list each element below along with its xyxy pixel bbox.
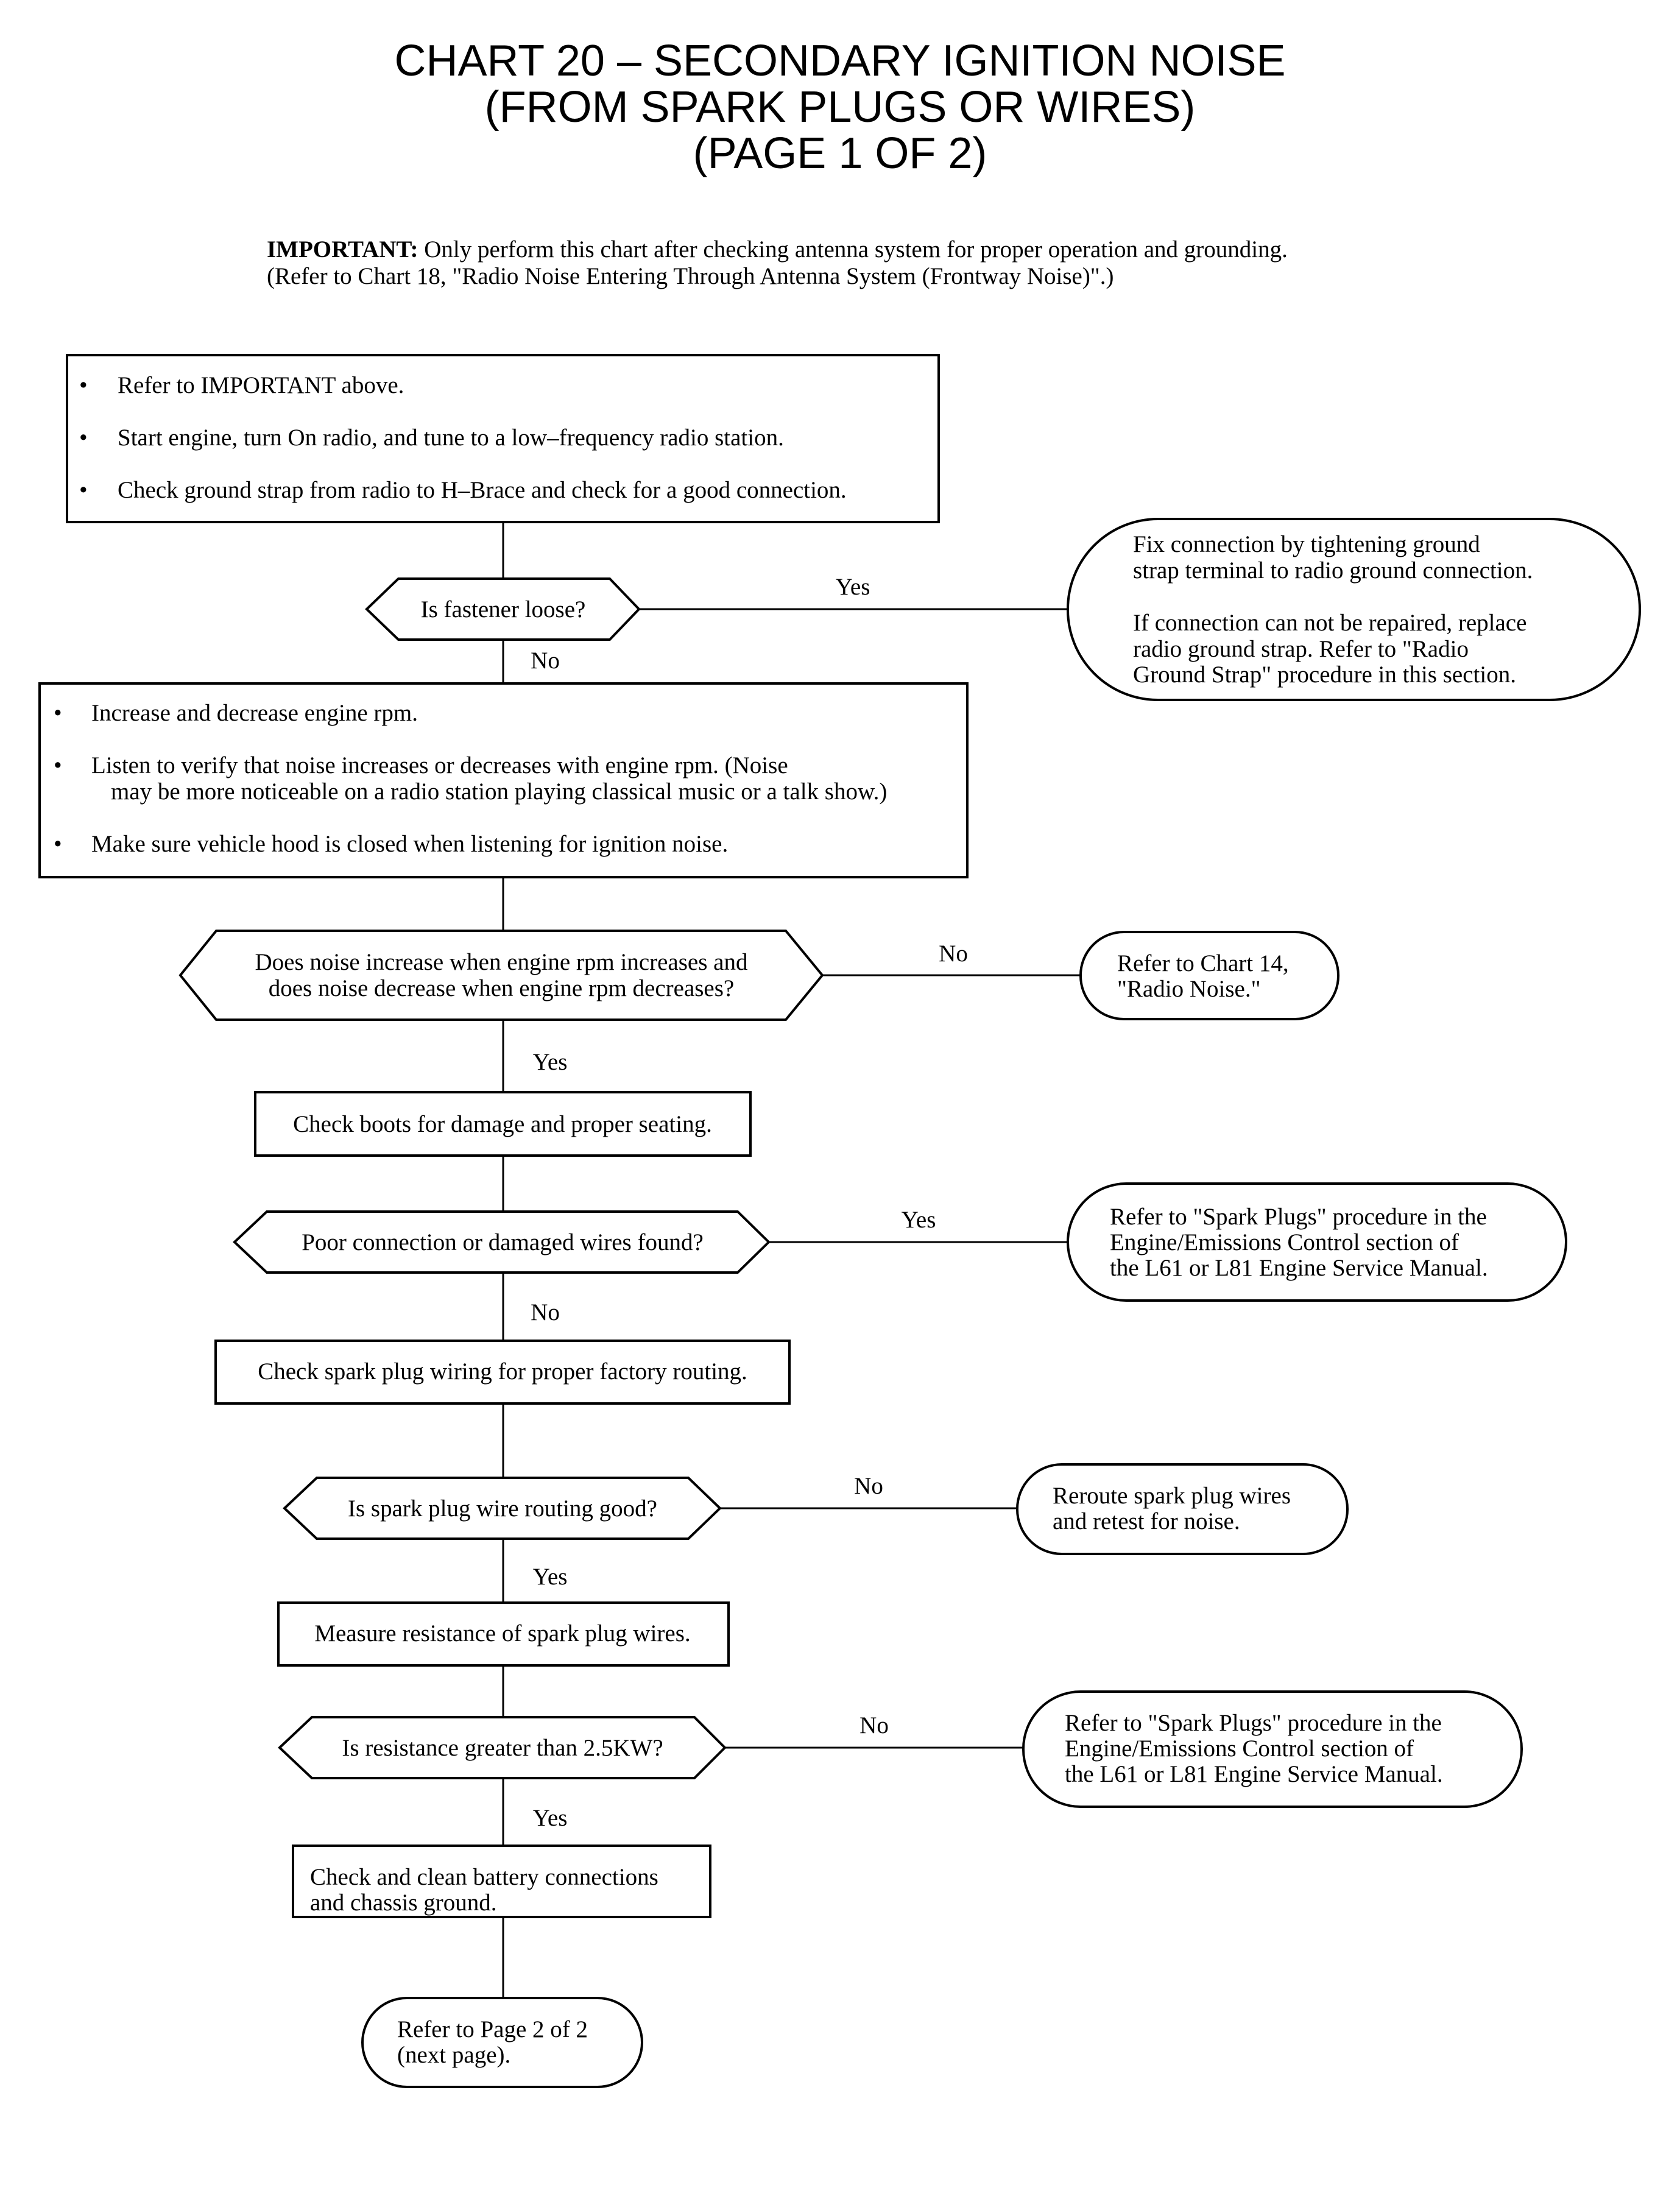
step5-box: Measure resistance of spark plug wires. (277, 1601, 730, 1667)
step2-bullet-3: Make sure vehicle hood is closed when li… (91, 831, 728, 857)
important-text-1: Only perform this chart after checking a… (424, 236, 1288, 263)
step4-box: Check spark plug wiring for proper facto… (214, 1340, 791, 1405)
result-3-line-3: the L61 or L81 Engine Service Manual. (1110, 1255, 1488, 1281)
important-note: IMPORTANT: Only perform this chart after… (267, 236, 1485, 290)
result-5-line-3: the L61 or L81 Engine Service Manual. (1065, 1761, 1443, 1787)
step6-line-2: and chassis ground. (310, 1890, 497, 1916)
step2-bullet-2b: may be more noticeable on a radio statio… (111, 778, 887, 805)
important-text-2: (Refer to Chart 18, "Radio Noise Enterin… (267, 263, 1114, 289)
result-2-line-1: Refer to Chart 14, (1117, 950, 1289, 976)
end-terminal: Refer to Page 2 of 2 (next page). (361, 1997, 643, 2088)
step3-box: Check boots for damage and proper seatin… (254, 1091, 752, 1157)
decision-5-question: Is resistance greater than 2.5KW? (342, 1735, 663, 1761)
result-4-frame (1016, 1463, 1349, 1555)
step6-frame (292, 1845, 711, 1918)
decision-2-question-line-2: does noise decrease when engine rpm decr… (269, 975, 734, 1001)
result-1-line-3: If connection can not be repaired, repla… (1133, 610, 1526, 636)
result-5-line-1: Refer to "Spark Plugs" procedure in the (1065, 1710, 1442, 1736)
step3-frame (254, 1091, 752, 1157)
result-refer-chart-14: Refer to Chart 14, "Radio Noise." (1079, 931, 1339, 1020)
decision-2-hexagon (178, 930, 824, 1021)
result-spark-plugs-procedure-2: Refer to "Spark Plugs" procedure in the … (1022, 1690, 1523, 1808)
decision-fastener-loose: Is fastener loose? Yes No (365, 574, 870, 674)
result-3-frame (1067, 1182, 1567, 1302)
decision-5-hexagon (278, 1716, 727, 1779)
decision-3-question: Poor connection or damaged wires found? (302, 1229, 704, 1255)
decision-2-no-label: No (939, 941, 968, 967)
decision-resistance: Is resistance greater than 2.5KW? No (278, 1712, 889, 1779)
result-1-line-5: Ground Strap" procedure in this section. (1133, 662, 1516, 688)
step1-frame (66, 354, 940, 523)
bullet-dot: • (79, 425, 88, 451)
decision-4-hexagon (283, 1477, 722, 1540)
result-fix-connection: Fix connection by tightening ground stra… (1067, 518, 1641, 701)
step1-box: • Refer to IMPORTANT above. • Start engi… (66, 354, 940, 523)
result-1-line-2: strap terminal to radio ground connectio… (1133, 557, 1533, 584)
decision-1-question: Is fastener loose? (421, 596, 586, 623)
step2-frame (38, 682, 969, 878)
step2-box: • Increase and decrease engine rpm. • Li… (38, 682, 969, 878)
step3-text: Check boots for damage and proper seatin… (293, 1111, 712, 1137)
step5-text: Measure resistance of spark plug wires. (314, 1620, 690, 1647)
result-5-line-2: Engine/Emissions Control section of (1065, 1735, 1414, 1762)
result-4-line-2: and retest for noise. (1053, 1508, 1240, 1534)
result-3-line-2: Engine/Emissions Control section of (1110, 1229, 1459, 1255)
result-spark-plugs-procedure-1: Refer to "Spark Plugs" procedure in the … (1067, 1182, 1567, 1302)
decision-poor-connection: Poor connection or damaged wires found? … (233, 1207, 936, 1326)
step5-frame (277, 1601, 730, 1667)
end-frame (361, 1997, 643, 2088)
chart-title-line-2: (FROM SPARK PLUGS OR WIRES) (484, 83, 1196, 132)
bullet-dot: • (54, 752, 62, 778)
decision-2-yes-label: Yes (533, 1049, 568, 1075)
bullet-dot: • (79, 477, 88, 503)
result-2-line-2: "Radio Noise." (1117, 976, 1261, 1002)
decision-1-yes-label: Yes (836, 574, 870, 600)
decision-3-yes-label: Yes (902, 1207, 936, 1233)
decision-5-yes-label: Yes (533, 1805, 568, 1831)
decision-1-no-label: No (531, 648, 560, 674)
result-1-frame (1067, 518, 1641, 701)
decision-3-hexagon (233, 1210, 771, 1274)
bullet-dot: • (79, 372, 88, 398)
step1-bullet-1: Refer to IMPORTANT above. (118, 372, 404, 398)
decision-4-question: Is spark plug wire routing good? (348, 1495, 657, 1522)
decision-4-no-label: No (854, 1473, 883, 1499)
step2-bullet-1: Increase and decrease engine rpm. (91, 700, 418, 726)
decision-4-yes-label: Yes (533, 1564, 568, 1590)
bullet-dot: • (54, 831, 62, 857)
step2-bullet-2a: Listen to verify that noise increases or… (91, 752, 788, 778)
chart-title-line-3: (PAGE 1 OF 2) (693, 129, 987, 178)
decision-5-no-label: No (859, 1712, 889, 1739)
result-2-frame (1079, 931, 1339, 1020)
result-5-frame (1022, 1690, 1523, 1808)
step4-frame (214, 1340, 791, 1405)
result-4-line-1: Reroute spark plug wires (1053, 1483, 1291, 1509)
chart-title-line-1: CHART 20 – SECONDARY IGNITION NOISE (394, 37, 1286, 85)
result-1-line-1: Fix connection by tightening ground (1133, 531, 1480, 557)
decision-wire-routing: Is spark plug wire routing good? No Yes (283, 1473, 883, 1590)
result-3-line-1: Refer to "Spark Plugs" procedure in the (1110, 1204, 1487, 1230)
end-line-2: (next page). (397, 2042, 510, 2068)
important-label: IMPORTANT: (267, 236, 418, 263)
result-reroute-wires: Reroute spark plug wires and retest for … (1016, 1463, 1349, 1555)
step4-text: Check spark plug wiring for proper facto… (258, 1358, 747, 1385)
bullet-dot: • (54, 700, 62, 726)
step6-box: Check and clean battery connections and … (292, 1845, 711, 1918)
end-line-1: Refer to Page 2 of 2 (397, 2016, 588, 2042)
decision-1-hexagon (365, 577, 641, 641)
step1-bullet-3: Check ground strap from radio to H–Brace… (118, 477, 847, 503)
decision-3-no-label: No (531, 1299, 560, 1326)
step1-bullet-2: Start engine, turn On radio, and tune to… (118, 425, 784, 451)
step6-line-1: Check and clean battery connections (310, 1864, 658, 1890)
decision-2-question-line-1: Does noise increase when engine rpm incr… (255, 949, 748, 975)
result-1-line-4: radio ground strap. Refer to "Radio (1133, 636, 1469, 662)
decision-noise-follows-rpm: Does noise increase when engine rpm incr… (178, 930, 968, 1075)
